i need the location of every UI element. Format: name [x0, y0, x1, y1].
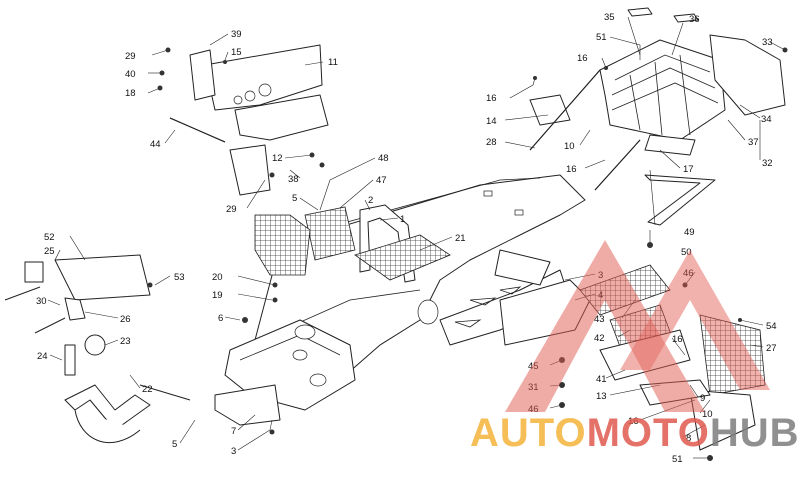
callout-41: 41 [596, 374, 607, 385]
svg-text:AUTOMOTOHUB: AUTOMOTOHUB [470, 411, 800, 455]
callout-25: 25 [44, 246, 55, 257]
callout-15: 15 [231, 47, 242, 58]
callout-36: 36 [689, 14, 700, 25]
callout-19: 19 [212, 290, 223, 301]
callout-labels: 35 36 51 33 16 16 14 34 37 10 28 16 17 3… [36, 12, 777, 465]
callout-28: 28 [486, 137, 497, 148]
callout-35: 35 [604, 12, 615, 23]
floor-mesh [354, 234, 451, 281]
callout-47: 47 [376, 175, 387, 186]
callout-11: 11 [328, 57, 338, 68]
watermark-text-hub: HUB [710, 411, 800, 455]
fasteners [147, 47, 788, 461]
callout-48: 48 [378, 153, 389, 164]
callout-6: 6 [218, 313, 223, 324]
callout-18: 18 [125, 88, 136, 99]
watermark-triangle-left [505, 240, 705, 412]
strap [644, 174, 716, 226]
callout-40: 40 [125, 69, 136, 80]
callout-10: 10 [564, 141, 575, 152]
callout-51: 51 [672, 454, 683, 465]
callout-16: 16 [577, 53, 588, 64]
callout-14: 14 [486, 116, 497, 127]
watermark-triangle-right [620, 250, 770, 390]
callout-51: 51 [596, 32, 607, 43]
callout-46: 46 [683, 268, 694, 279]
callout-26: 26 [120, 314, 131, 325]
callout-16: 16 [566, 164, 577, 175]
callout-21: 21 [455, 233, 466, 244]
left-accessories [4, 254, 191, 444]
callout-8: 8 [686, 433, 691, 444]
callout-42: 42 [594, 333, 605, 344]
callout-16: 16 [672, 334, 683, 345]
callout-27: 27 [766, 343, 777, 354]
callout-9: 9 [700, 393, 705, 404]
callout-23: 23 [120, 336, 131, 347]
callout-52: 52 [44, 232, 55, 243]
callout-54: 54 [766, 321, 777, 332]
callout-37: 37 [748, 137, 759, 148]
watermark-text-auto: AUTO [470, 411, 587, 455]
callout-53: 53 [174, 272, 185, 283]
watermark-text-moto: MOTO [587, 411, 710, 455]
callout-34: 34 [761, 114, 772, 125]
callout-7: 7 [231, 426, 236, 437]
mesh-panel-left [254, 214, 311, 276]
callout-5: 5 [172, 439, 177, 450]
bracket-assembly [169, 44, 329, 196]
callout-29: 29 [125, 51, 136, 62]
watermark: AUTOMOTOHUB [470, 240, 800, 455]
callout-33: 33 [762, 37, 773, 48]
callout-1: 1 [400, 214, 405, 225]
callout-32: 32 [762, 158, 773, 169]
callout-17: 17 [683, 164, 694, 175]
callout-39: 39 [231, 29, 242, 40]
side-screen [304, 206, 356, 261]
callout-30: 30 [36, 296, 47, 307]
callout-2: 2 [368, 195, 373, 206]
callout-29: 29 [226, 204, 237, 215]
callout-50: 50 [681, 247, 692, 258]
callout-24: 24 [37, 351, 48, 362]
callout-43: 43 [594, 314, 605, 325]
bottom-bracket [214, 384, 281, 426]
callout-20: 20 [212, 272, 223, 283]
callout-10: 10 [702, 409, 713, 420]
callout-12: 12 [272, 153, 283, 164]
callout-44: 44 [150, 139, 161, 150]
callout-16: 16 [628, 416, 639, 427]
callout-38: 38 [288, 174, 299, 185]
cargo-rack [529, 7, 786, 191]
roll-bar [359, 204, 416, 283]
callout-49: 49 [684, 227, 695, 238]
callout-5: 5 [292, 193, 297, 204]
callout-13: 13 [596, 391, 607, 402]
callout-3: 3 [231, 446, 236, 457]
callout-16: 16 [486, 93, 497, 104]
callout-22: 22 [142, 384, 153, 395]
